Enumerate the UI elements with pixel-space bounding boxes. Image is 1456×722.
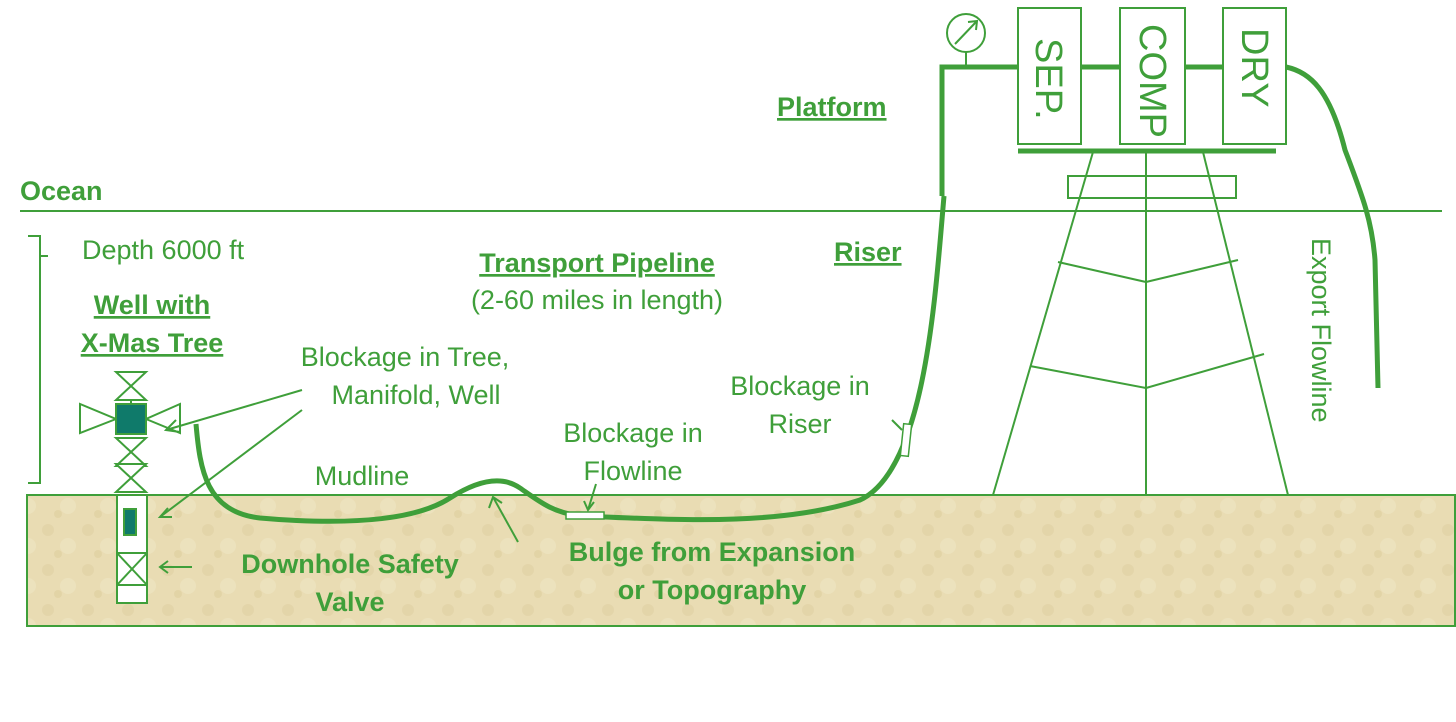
pressure-gauge-icon <box>946 13 986 67</box>
xmas-tree <box>79 371 181 493</box>
topside-piping <box>939 64 1223 196</box>
riser-label: Riser <box>834 237 902 267</box>
dry-box: DRY <box>1222 7 1287 145</box>
depth-label: Depth 6000 ft <box>82 235 245 265</box>
ocean-label: Ocean <box>20 176 103 206</box>
platform-label: Platform <box>777 92 887 122</box>
blockage-flowline-label-line2: Flowline <box>583 456 682 486</box>
mudline-label: Mudline <box>315 461 410 491</box>
blockage-tree-label-line2: Manifold, Well <box>331 380 500 410</box>
riser-blockage-marker <box>899 422 913 458</box>
well-label-line1: Well with <box>94 290 211 320</box>
platform-jacket <box>992 151 1289 496</box>
dsv-label-line1: Downhole Safety <box>241 549 459 579</box>
blockage-riser-label-line1: Blockage in <box>730 371 870 401</box>
sep-label: SEP. <box>1027 38 1069 120</box>
bulge-label-line1: Bulge from Expansion <box>569 537 856 567</box>
blockage-tree-label-line1: Blockage in Tree, <box>301 342 510 372</box>
comp-label: COMP <box>1131 24 1173 138</box>
transport-pipeline-label: Transport Pipeline <box>479 248 715 278</box>
sep-box: SEP. <box>1017 7 1082 145</box>
bulge-label-line2: or Topography <box>618 575 807 605</box>
blockage-riser-label-line2: Riser <box>768 409 831 439</box>
well-label-line2: X-Mas Tree <box>81 328 224 358</box>
export-flowline-label: Export Flowline <box>1306 238 1336 423</box>
dsv-label-line2: Valve <box>315 587 384 617</box>
dry-label: DRY <box>1233 28 1275 108</box>
transport-pipeline <box>193 195 947 524</box>
comp-box: COMP <box>1119 7 1186 145</box>
depth-bracket <box>28 235 48 484</box>
blockage-flowline-label-line1: Blockage in <box>563 418 703 448</box>
export-flowline <box>1285 64 1381 389</box>
wellbore <box>116 494 148 604</box>
pointer-arrows <box>157 389 903 574</box>
transport-length-label: (2-60 miles in length) <box>471 285 723 315</box>
flowline-blockage-marker <box>565 511 605 520</box>
